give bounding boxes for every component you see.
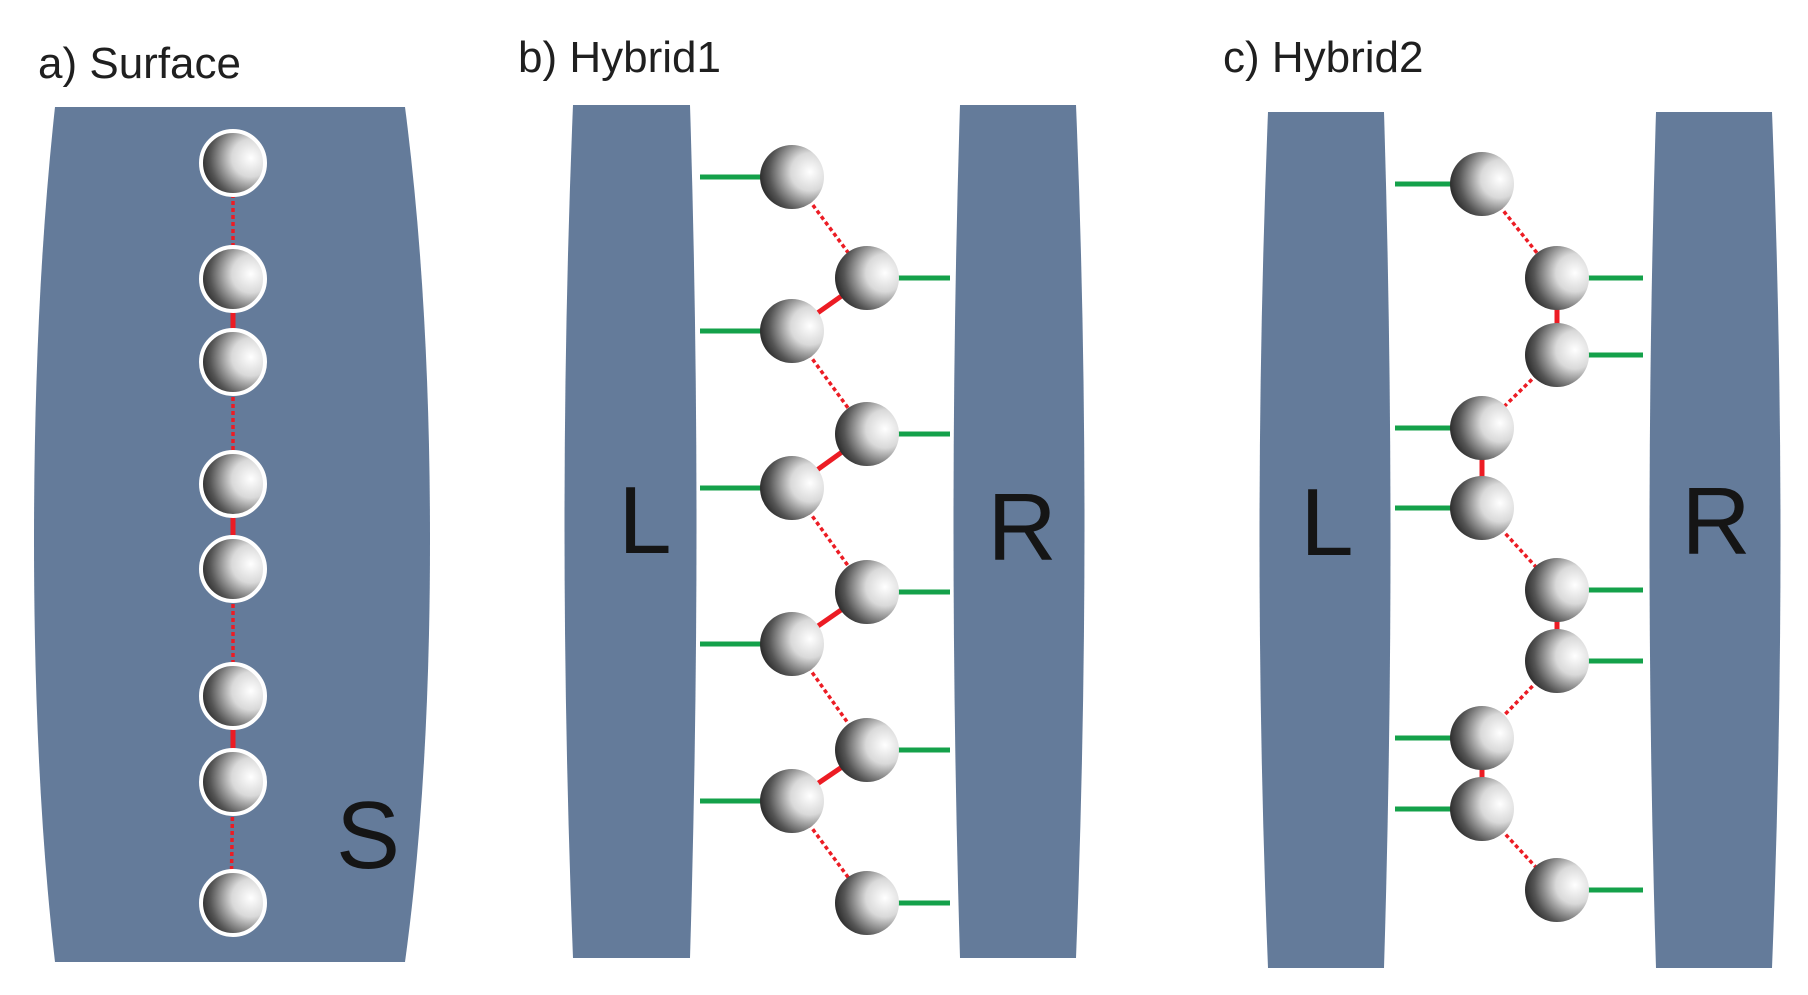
hybrid1-label-l: L <box>618 467 671 574</box>
hybrid2-left-atom <box>1450 706 1514 770</box>
surface-atom <box>199 748 267 816</box>
panel-a-title: a) Surface <box>38 39 241 88</box>
panel-c-title: c) Hybrid2 <box>1223 33 1424 82</box>
surface-label-s: S <box>336 782 400 889</box>
surface-atom <box>199 450 267 518</box>
surface-atom <box>199 535 267 603</box>
hybrid1-right-electrode <box>953 105 1085 958</box>
hybrid2-left-atom <box>1450 152 1514 216</box>
hybrid1-right-atom <box>835 871 899 935</box>
hybrid1-left-atom <box>760 769 824 833</box>
hybrid2-left-atom <box>1450 777 1514 841</box>
hybrid2-bonds <box>1395 181 1643 893</box>
hybrid2-left-electrode <box>1259 112 1391 968</box>
hybrid1-right-atom <box>835 718 899 782</box>
hybrid1-left-atom <box>760 299 824 363</box>
panel-hybrid1: L R <box>564 105 1085 958</box>
surface-atom <box>199 245 267 313</box>
panel-b-title: b) Hybrid1 <box>518 33 721 82</box>
hybrid1-left-atom <box>760 456 824 520</box>
hybrid1-left-electrode <box>564 105 697 958</box>
hybrid2-left-atom <box>1450 476 1514 540</box>
hybrid2-atoms <box>1450 152 1589 922</box>
surface-atom <box>199 869 267 937</box>
hybrid2-label-r: R <box>1681 468 1750 575</box>
panel-surface: S <box>34 107 430 962</box>
hybrid1-bonds <box>700 174 950 906</box>
hybrid1-right-atom <box>835 402 899 466</box>
hybrid2-right-atom <box>1525 629 1589 693</box>
hybrid2-label-l: L <box>1300 469 1353 576</box>
surface-adatoms <box>199 129 267 937</box>
hybrid1-right-atom <box>835 246 899 310</box>
hybrid2-left-atom <box>1450 396 1514 460</box>
hybrid2-right-atom <box>1525 558 1589 622</box>
panel-hybrid2: L R <box>1259 112 1781 968</box>
hybrid2-right-electrode <box>1649 112 1781 968</box>
hybrid1-right-atom <box>835 560 899 624</box>
surface-atom <box>199 662 267 730</box>
surface-atom <box>199 328 267 396</box>
hybrid1-label-r: R <box>987 474 1056 581</box>
surface-atom <box>199 129 267 197</box>
hybrid1-left-atom <box>760 145 824 209</box>
hybrid2-right-atom <box>1525 858 1589 922</box>
hybrid1-left-atom <box>760 612 824 676</box>
hybrid2-right-atom <box>1525 323 1589 387</box>
hybrid2-right-atom <box>1525 246 1589 310</box>
hybrid1-atoms <box>760 145 899 935</box>
